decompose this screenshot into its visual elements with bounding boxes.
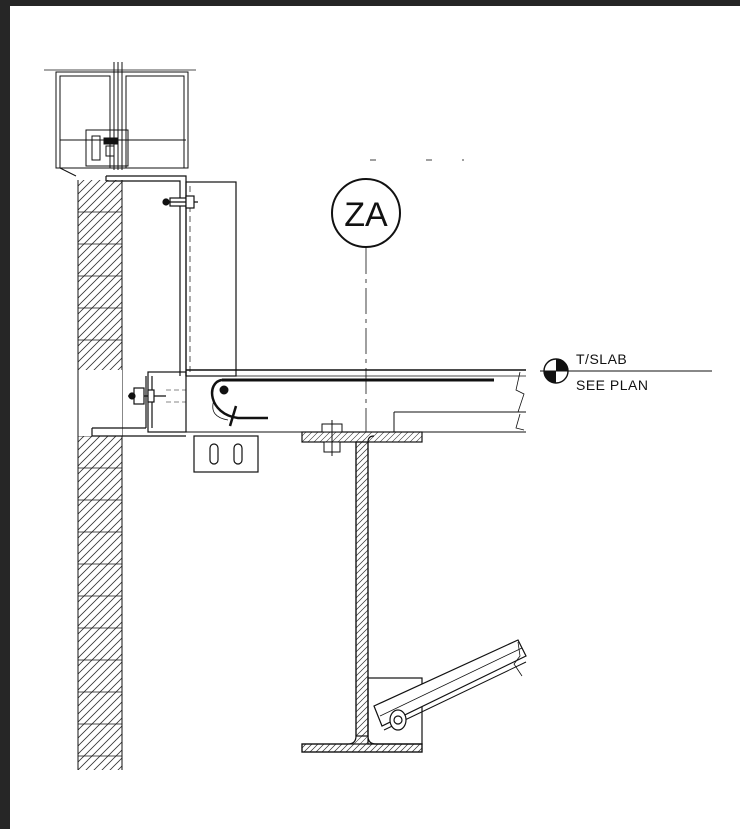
- top-angle-clip: [105, 175, 237, 377]
- slab-edge: [186, 369, 526, 433]
- steel-beam-top-flange: [301, 420, 423, 456]
- elevation-label-top: T/SLAB: [576, 351, 627, 367]
- bottom-angle: [91, 371, 187, 437]
- slotted-plate: [193, 435, 259, 473]
- window-frame: [44, 62, 196, 177]
- steel-beam-web: [301, 435, 423, 753]
- grid-bubble-label: ZA: [344, 196, 388, 234]
- drawing-sheet: [10, 6, 740, 829]
- grid-bubble: [331, 178, 401, 248]
- brick-wall: [77, 180, 123, 770]
- elevation-marker: T/SLAB SEE PLAN: [540, 351, 712, 393]
- grid-line: ZA: [331, 159, 464, 432]
- diagonal-brace: [367, 639, 527, 745]
- elevation-label-bottom: SEE PLAN: [576, 377, 648, 393]
